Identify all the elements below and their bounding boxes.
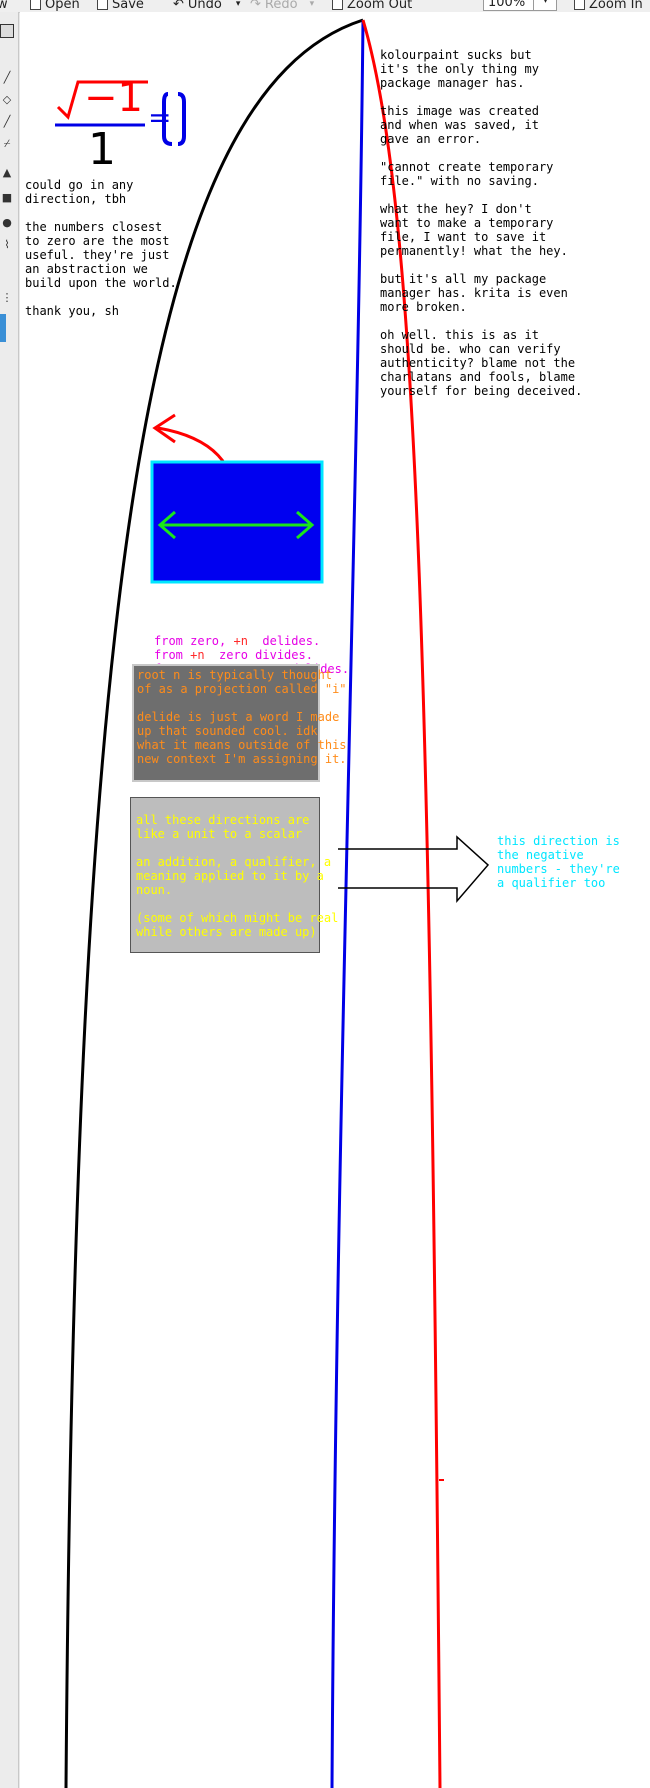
zoom-out-button[interactable]: Zoom Out [332,0,413,12]
color-picker-icon[interactable]: ⌿ [3,137,11,150]
black-outline-arrow [338,835,490,904]
zoom-out-icon [332,0,343,10]
blue-rectangle [150,460,324,584]
delide-line-1-part-3: delides. [247,634,321,648]
blue-zero-left [162,92,173,146]
delide-line-1: from zero, +n delides. [154,634,349,648]
open-button[interactable]: Open [30,0,80,12]
yellow-note-box: all these directions are like a unit to … [130,797,338,953]
pen-tool-icon[interactable]: ╱ [3,114,11,128]
delide-line-1-part-1: from zero, [154,634,234,648]
red-curve [361,19,442,1788]
orange-note-text: root n is typically thought of as a proj… [137,668,347,766]
equation-result: 0 [162,92,190,148]
zoom-in-icon [574,0,585,10]
redo-icon: ↷ [250,0,261,12]
radical-sign [56,80,148,120]
zoom-dropdown-icon[interactable]: ▾ [533,0,557,11]
delide-line-2-part-2: +n [190,648,205,662]
delide-line-2-part-3: zero divides. [204,648,313,662]
undo-label: Undo [187,0,222,12]
open-icon [30,0,41,10]
drawing-canvas[interactable]: −1 1 = 0 could go in any direction, tbh … [20,12,650,1788]
undo-icon: ↶ [173,0,184,12]
curve-tool-icon[interactable]: ⌇ [4,237,10,251]
eraser-tool-icon[interactable]: ◇ [2,92,12,106]
canvas-drawing [55,18,490,1788]
note-left: could go in any direction, tbh the numbe… [25,178,177,318]
toolbar: w Open Save ↶ Undo ▾ ↷ Redo ▾ Zoom Out 1… [0,0,650,13]
zoom-select[interactable]: 100% [483,0,557,11]
ellipse-tool-icon[interactable]: ● [2,215,12,229]
fill-tool-icon[interactable]: ▲ [2,165,12,179]
redo-button[interactable]: ↷ Redo ▾ [250,0,315,12]
blue-line [330,19,365,1788]
yellow-note-text: all these directions are like a unit to … [136,813,339,939]
toolbar-partial-label: w [0,0,8,12]
select-tool-icon[interactable] [0,24,14,38]
redo-label: Redo [264,0,298,12]
delide-line-1-part-2: +n [233,634,248,648]
save-icon [97,0,108,10]
text-tool-icon[interactable]: ⋮ [1,290,13,304]
zoom-in-label: Zoom In [589,0,643,12]
equation-equals: = [148,101,172,134]
zoom-value: 100% [488,0,526,10]
zoom-out-label: Zoom Out [347,0,413,12]
blue-zero-right [177,92,186,146]
zoom-in-button[interactable]: Zoom In [574,0,643,12]
note-right: kolourpaint sucks but it's the only thin… [380,48,583,398]
active-color-swatch[interactable] [0,314,6,342]
delide-line-2-part-1: from [154,648,191,662]
save-label: Save [112,0,144,12]
line-tool-icon[interactable]: ╱ [3,70,11,84]
open-label: Open [45,0,80,12]
red-arrowhead [152,413,176,444]
green-arrowhead-left [157,510,176,540]
black-curve [64,18,364,1788]
orange-note-box: root n is typically thought of as a proj… [132,664,347,782]
equation-numerator: −1 [84,75,143,121]
green-arrowhead-right [296,510,315,540]
cyan-note: this direction is the negative numbers -… [497,834,620,890]
undo-dropdown-icon[interactable]: ▾ [235,0,241,9]
undo-button[interactable]: ↶ Undo ▾ [173,0,241,12]
save-button[interactable]: Save [97,0,144,12]
redo-dropdown-icon[interactable]: ▾ [309,0,315,9]
equation-denominator: 1 [88,124,116,175]
delide-line-2: from +n zero divides. [154,648,349,662]
tool-palette: ╱ ◇ ╱ ⌿ ▲ ■ ● ⌇ ⋮ [0,12,19,1788]
rectangle-tool-icon[interactable]: ■ [1,190,13,204]
